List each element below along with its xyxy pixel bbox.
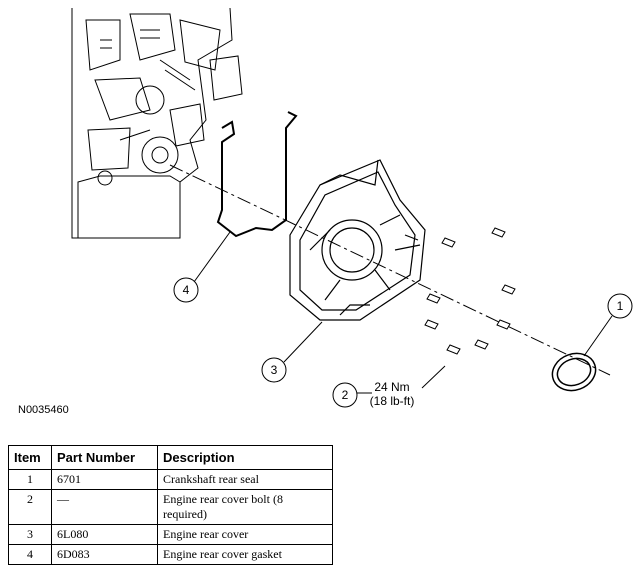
center-line (169, 164, 611, 376)
callout-3: 3 (261, 357, 287, 383)
callout-2-number: 2 (342, 388, 349, 402)
crankshaft-rear-seal (551, 352, 597, 392)
table-row: 2 — Engine rear cover bolt (8 required) (8, 489, 333, 525)
cell-item: 2 (8, 489, 52, 525)
cell-part-number: — (51, 489, 158, 525)
cell-item: 1 (8, 469, 52, 490)
rear-cover-gasket (216, 111, 298, 238)
torque-lbft-label: (18 lb-ft) (370, 394, 415, 408)
torque-nm-label: 24 Nm (374, 380, 409, 394)
cell-item: 4 (8, 544, 52, 565)
callout-1-number: 1 (617, 299, 624, 313)
cell-part-number: 6L080 (51, 524, 158, 545)
figure-id: N0035460 (18, 404, 69, 416)
cell-description: Engine rear cover (157, 524, 333, 545)
cell-description: Engine rear cover gasket (157, 544, 333, 565)
cell-description: Engine rear cover bolt (8 required) (157, 489, 333, 525)
cell-description: Crankshaft rear seal (157, 469, 333, 490)
header-description: Description (157, 445, 333, 470)
engine-rear-cover (289, 159, 426, 321)
header-part-number: Part Number (51, 445, 158, 470)
table-row: 1 6701 Crankshaft rear seal (8, 469, 333, 490)
cell-part-number: 6D083 (51, 544, 158, 565)
table-header-row: Item Part Number Description (8, 445, 333, 470)
parts-table: Item Part Number Description 1 6701 Cran… (8, 445, 333, 565)
callout-1: 1 (607, 293, 633, 319)
rear-cover-bolts (424, 227, 516, 355)
engine-block (71, 7, 243, 239)
cell-part-number: 6701 (51, 469, 158, 490)
exploded-view-diagram: 1 2 24 Nm (18 lb-ft) 3 4 (71, 7, 633, 408)
callout-4-number: 4 (183, 283, 190, 297)
callout-4: 4 (173, 277, 199, 303)
cell-item: 3 (8, 524, 52, 545)
header-item: Item (8, 445, 52, 470)
table-row: 4 6D083 Engine rear cover gasket (8, 544, 333, 565)
callout-2: 2 24 Nm (18 lb-ft) (332, 380, 415, 408)
table-row: 3 6L080 Engine rear cover (8, 524, 333, 545)
callout-3-number: 3 (271, 363, 278, 377)
